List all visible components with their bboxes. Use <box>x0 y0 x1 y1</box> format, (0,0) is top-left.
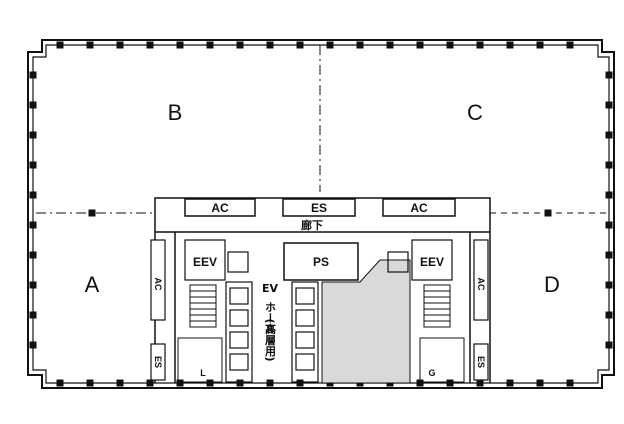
column-marker <box>605 71 613 79</box>
elevator-bank-left <box>225 281 253 383</box>
column-marker <box>476 41 484 49</box>
svg-text:EEV: EEV <box>193 255 217 269</box>
column-marker <box>116 379 124 387</box>
escalator-top: ES <box>282 198 356 217</box>
structural-columns <box>29 41 613 387</box>
vertical-es-right: ES <box>473 343 489 381</box>
vertical-es-left: ES <box>150 343 166 381</box>
shaded-area <box>321 259 411 384</box>
column-marker <box>236 379 244 387</box>
column-marker <box>446 379 454 387</box>
column-marker <box>605 221 613 229</box>
column-marker <box>536 41 544 49</box>
eev-right: EEV <box>387 239 453 328</box>
column-marker <box>605 251 613 259</box>
core-outline <box>154 197 491 383</box>
column-marker <box>146 41 154 49</box>
column-marker <box>29 311 37 319</box>
corridor-label: 廊下 <box>301 218 323 232</box>
column-marker <box>386 41 394 49</box>
zone-a-label: A <box>85 272 100 297</box>
column-marker <box>206 379 214 387</box>
column-marker <box>86 379 94 387</box>
svg-text:AC: AC <box>410 201 428 215</box>
zone-b-label: B <box>168 100 183 125</box>
column-marker <box>29 281 37 289</box>
column-marker <box>416 41 424 49</box>
column-marker <box>206 41 214 49</box>
column-marker <box>29 341 37 349</box>
column-marker <box>605 131 613 139</box>
column-marker <box>296 379 304 387</box>
column-marker <box>605 191 613 199</box>
grid-lines <box>36 45 606 214</box>
toilet-l: L <box>177 337 223 383</box>
outer-wall <box>27 39 615 389</box>
svg-text:(高層用): (高層用) <box>264 318 277 361</box>
column-marker <box>605 101 613 109</box>
column-marker <box>356 41 364 49</box>
svg-text:L: L <box>200 368 206 378</box>
toilet-g: G <box>419 337 465 383</box>
zone-c-label: C <box>467 100 483 125</box>
vertical-ac-right: AC <box>473 239 489 321</box>
column-marker <box>176 379 184 387</box>
ac-room-left: AC <box>184 198 256 217</box>
zone-d-label: D <box>544 272 560 297</box>
svg-text:ES: ES <box>153 356 163 368</box>
column-marker <box>605 281 613 289</box>
column-marker <box>605 341 613 349</box>
svg-text:ES: ES <box>476 356 486 368</box>
column-marker <box>416 379 424 387</box>
column-marker <box>56 379 64 387</box>
svg-text:ES: ES <box>311 201 327 215</box>
column-marker <box>176 41 184 49</box>
column-marker <box>56 41 64 49</box>
eev-left: EEV <box>184 239 249 328</box>
svg-text:ホール: ホール <box>264 301 277 334</box>
column-marker <box>476 379 484 387</box>
svg-text:AC: AC <box>153 278 163 291</box>
column-marker <box>29 191 37 199</box>
ev-hall-label: EV ホール (高層用) <box>262 282 279 362</box>
column-marker <box>266 41 274 49</box>
ac-room-right: AC <box>382 198 456 217</box>
column-marker <box>29 131 37 139</box>
svg-text:G: G <box>428 368 435 378</box>
column-marker <box>605 161 613 169</box>
column-marker <box>506 41 514 49</box>
svg-text:AC: AC <box>211 201 229 215</box>
column-marker <box>29 251 37 259</box>
column-marker <box>566 379 574 387</box>
column-marker <box>446 41 454 49</box>
svg-text:EEV: EEV <box>420 255 444 269</box>
svg-text:PS: PS <box>313 255 329 269</box>
column-marker <box>326 41 334 49</box>
column-marker <box>29 71 37 79</box>
svg-text:AC: AC <box>476 278 486 291</box>
column-marker <box>566 41 574 49</box>
pipe-shaft: PS <box>283 242 359 281</box>
elevator-bank-right <box>291 281 319 383</box>
svg-text:EV: EV <box>262 282 279 295</box>
column-marker <box>29 101 37 109</box>
column-marker <box>116 41 124 49</box>
column-marker <box>536 379 544 387</box>
column-marker <box>296 41 304 49</box>
column-marker <box>86 41 94 49</box>
column-marker <box>29 161 37 169</box>
column-marker <box>605 311 613 319</box>
column-marker <box>29 221 37 229</box>
column-marker <box>236 41 244 49</box>
vertical-ac-left: AC <box>150 239 166 321</box>
column-marker <box>506 379 514 387</box>
column-marker <box>266 379 274 387</box>
column-marker <box>146 379 154 387</box>
